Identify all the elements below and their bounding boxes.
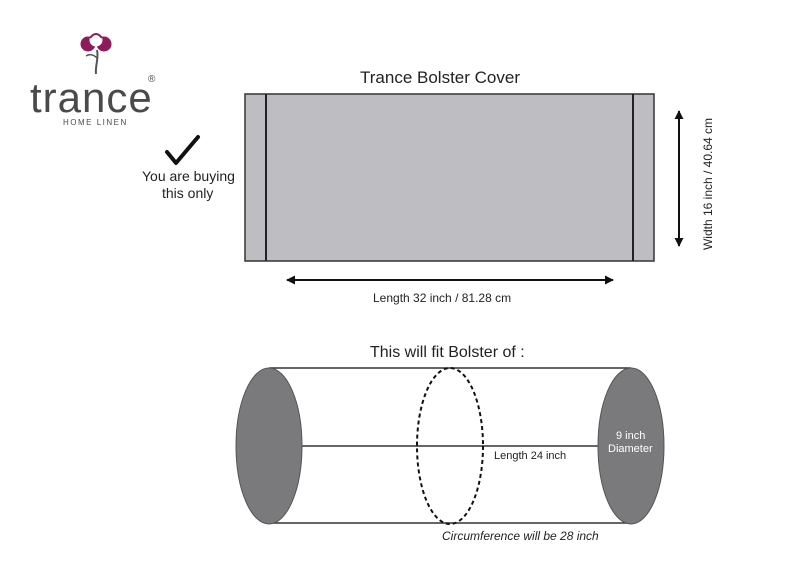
bolster-end-left [235, 367, 303, 525]
logo-wordmark: trance [30, 74, 153, 121]
bolster-end-right [597, 367, 665, 525]
bolster-diameter-label: Diameter [608, 443, 653, 455]
logo-tagline: HOME LINEN [63, 118, 128, 127]
circumference-dashed-ring [416, 367, 484, 525]
bolster-cylinder [235, 367, 665, 525]
cover-width-label: Width 16 inch / 40.64 cm [701, 117, 715, 251]
registered-mark: ® [148, 74, 156, 85]
purchase-note-line2: this only [162, 185, 214, 201]
bolster-diameter-value: 9 inch [616, 430, 646, 442]
bolster-title: This will fit Bolster of : [370, 344, 525, 361]
cover-title: Trance Bolster Cover [360, 68, 520, 87]
checkmark-icon [165, 135, 200, 165]
bolster-cover-shape [244, 93, 655, 262]
circumference-label: Circumference will be 28 inch [442, 529, 599, 543]
cotton-flower-icon [80, 33, 112, 75]
purchase-note-line1: You are buying [142, 168, 235, 184]
bolster-length-label: Length 24 inch [494, 450, 567, 462]
cover-length-label: Length 32 inch / 81.28 cm [373, 291, 512, 305]
